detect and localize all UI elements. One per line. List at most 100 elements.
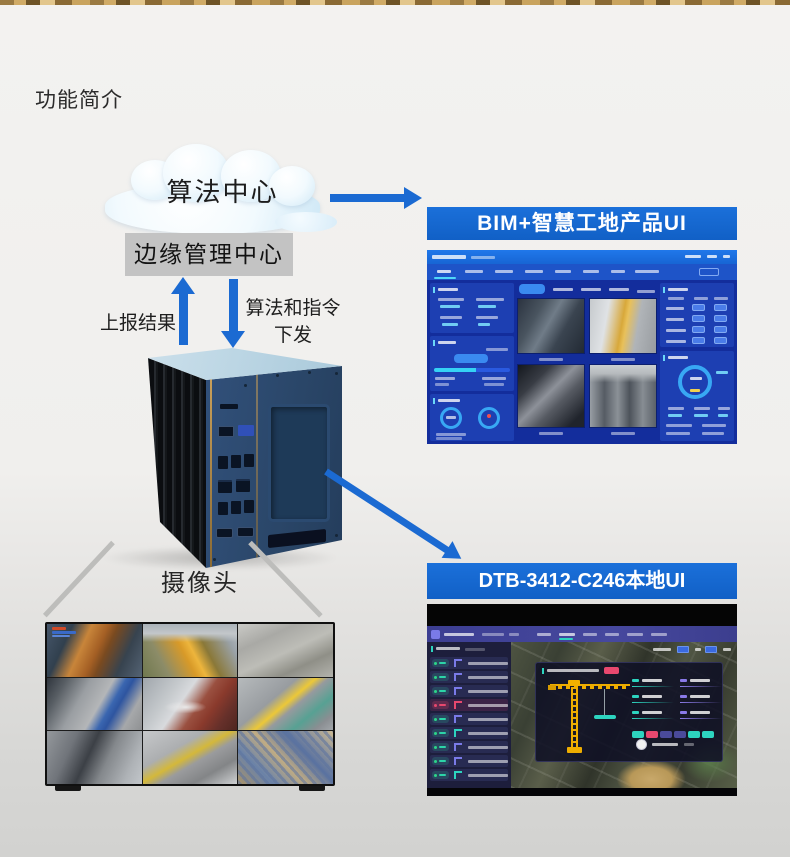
usb-port (244, 500, 254, 513)
bim-nav-button (699, 268, 719, 276)
bim-left-card-gauges (430, 394, 514, 441)
device-list-item (430, 671, 508, 683)
pc-vent (268, 528, 326, 549)
bim-dashboard-screenshot (427, 250, 737, 444)
camera-link-line-left (42, 540, 115, 618)
local-dashboard-screenshot (427, 604, 737, 796)
bim-video-feed (517, 298, 585, 354)
device-list-item (430, 769, 508, 781)
camera-feed (238, 624, 333, 677)
operator-avatar (636, 739, 647, 750)
bim-video-tab-active (519, 284, 545, 294)
dispatch-arrow-head (221, 331, 245, 348)
bim-video-feed (589, 298, 657, 354)
camera-label: 摄像头 (161, 570, 239, 597)
usb-port (231, 501, 241, 514)
pc-screw (244, 384, 247, 387)
decorative-top-border (0, 0, 790, 5)
bim-video-feed (589, 364, 657, 428)
camera-feed (142, 731, 238, 784)
gauge-ring (440, 407, 462, 429)
monitor-foot (55, 786, 81, 791)
cloud-shape (163, 144, 229, 202)
device-list-item (430, 713, 508, 725)
camera-feed (47, 731, 142, 784)
camera-grid (47, 624, 333, 784)
bim-left-card-progress (430, 336, 514, 391)
local-logo (431, 630, 440, 639)
alert-badge (604, 667, 619, 674)
local-dashboard-header (427, 626, 737, 642)
device-list-item (430, 741, 508, 753)
device-list-item-alert (430, 699, 508, 711)
ethernet-port (218, 480, 232, 493)
device-list-item (430, 755, 508, 767)
camera-feed (47, 624, 142, 677)
upload-arrow-head (171, 277, 195, 294)
vga-port (238, 425, 254, 436)
bim-progress-button (454, 354, 488, 363)
local-sidebar (427, 642, 511, 788)
cloud-wisp (275, 212, 337, 232)
action-buttons (632, 725, 716, 743)
device-list-item (430, 685, 508, 697)
dispatch-arrow (229, 279, 238, 333)
usb-port (244, 454, 254, 467)
bim-left-card-stats (430, 283, 514, 333)
bim-logo (432, 255, 466, 259)
bim-dashboard-navbar (427, 264, 737, 280)
pc-gold-trim (210, 378, 212, 568)
action-button (674, 731, 686, 738)
pc-gold-trim (256, 374, 258, 560)
serial-port (218, 426, 234, 437)
industrial-pc (86, 340, 366, 572)
bim-right-card-gauge (660, 351, 734, 441)
pc-screw (308, 371, 311, 374)
algorithm-cloud: 算法中心 (105, 142, 340, 242)
com-port (216, 528, 233, 538)
pc-screw (335, 372, 338, 375)
camera-feed (47, 677, 142, 731)
cloud-shape (269, 166, 315, 206)
camera-feed (238, 731, 333, 784)
pc-io-panel (206, 366, 342, 568)
dispatch-label: 算法和指令 下发 (240, 293, 346, 347)
upload-label: 上报结果 (100, 313, 177, 334)
upload-arrow (179, 292, 188, 345)
local-ui-banner: DTB-3412-C246本地UI (427, 563, 737, 599)
gauge-ring (678, 365, 712, 399)
hdmi-port (220, 404, 238, 409)
gauge-ring (478, 407, 500, 429)
arrow-cloud-to-bim-head (404, 187, 422, 209)
action-button (632, 731, 644, 738)
monitor-foot (299, 786, 325, 791)
ethernet-port (236, 479, 250, 492)
camera-feed (238, 677, 333, 731)
watermark-logo (52, 627, 76, 638)
pc-screw (335, 534, 338, 537)
map-toolbar-button (705, 646, 717, 653)
local-satellite-map (511, 642, 737, 788)
crane-detail-panel (535, 662, 723, 762)
com-port (237, 527, 254, 537)
local-dashboard-content (427, 642, 737, 788)
camera-wall-monitor (45, 622, 335, 791)
arrow-cloud-to-bim (330, 194, 408, 202)
pc-recessed-panel (268, 404, 330, 522)
bim-dashboard-topbar (427, 250, 737, 264)
action-button (646, 731, 658, 738)
dispatch-label-line1: 算法和指令 (245, 298, 341, 319)
cloud-label: 算法中心 (166, 177, 279, 207)
device-list-item (430, 657, 508, 669)
action-button (688, 731, 700, 738)
usb-port (218, 502, 228, 515)
pc-screw (213, 558, 216, 561)
pc-screw (276, 374, 279, 377)
camera-feed (142, 677, 238, 731)
edge-management-box: 边缘管理中心 (125, 233, 293, 276)
bim-right-card-table (660, 283, 734, 347)
map-toolbar-button (677, 646, 689, 653)
device-list-item (430, 727, 508, 739)
usb-port (218, 456, 228, 469)
bim-banner: BIM+智慧工地产品UI (427, 207, 737, 240)
